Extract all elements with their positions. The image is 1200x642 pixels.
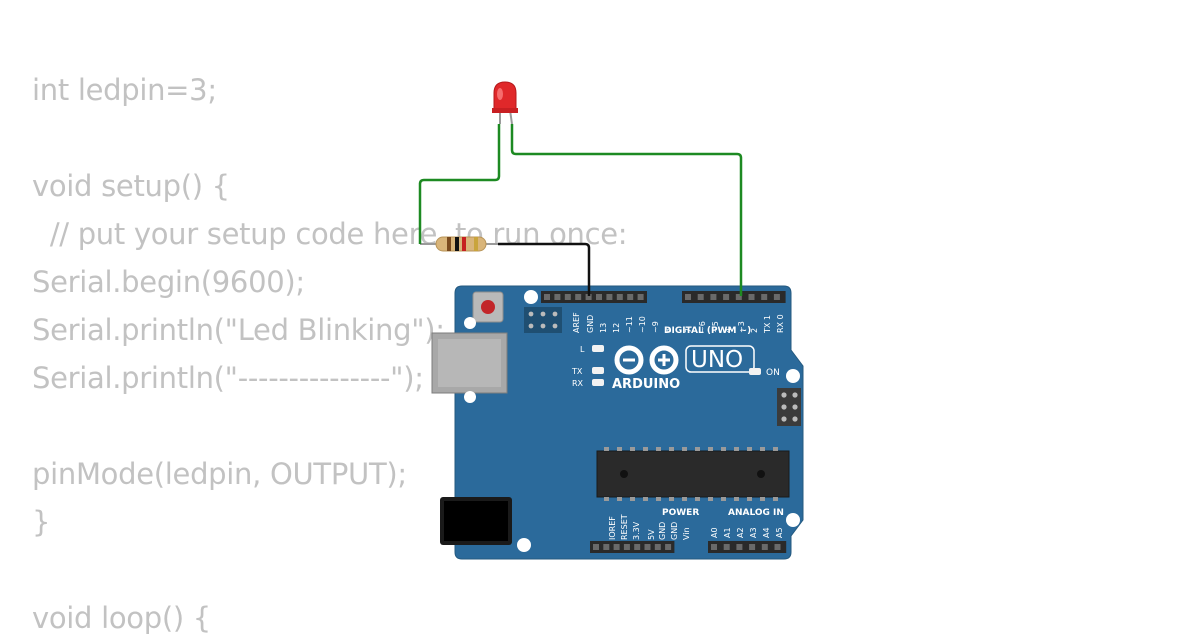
brand-label: ARDUINO bbox=[612, 377, 680, 392]
digital-pin-label: 8 bbox=[664, 328, 673, 333]
code-editor-text: int ledpin=3; void setup() { // put your … bbox=[32, 66, 628, 642]
code-line: Serial.begin(9600); bbox=[32, 265, 305, 299]
digital-pin-label: ~9 bbox=[651, 321, 660, 333]
digital-pin-label: ~6 bbox=[698, 321, 707, 333]
digital-pin-label: 12 bbox=[612, 323, 621, 333]
digital-pin-label: 2 bbox=[750, 328, 759, 333]
l-led bbox=[592, 345, 604, 352]
power-pin-label: RESET bbox=[620, 514, 629, 540]
usb-port bbox=[431, 317, 508, 403]
mounting-hole bbox=[786, 513, 800, 527]
l-led-label: L bbox=[580, 345, 585, 354]
microcontroller-chip bbox=[596, 447, 790, 501]
analog-pin-label: A4 bbox=[762, 527, 771, 538]
led[interactable] bbox=[492, 81, 518, 125]
power-label: POWER bbox=[662, 508, 699, 518]
power-pin-label: GND bbox=[658, 522, 667, 540]
mounting-hole bbox=[524, 290, 538, 304]
code-line: pinMode(ledpin, OUTPUT); bbox=[32, 457, 407, 491]
digital-pin-label: 13 bbox=[599, 323, 608, 333]
model-box bbox=[685, 345, 755, 373]
power-pin-label: IOREF bbox=[608, 516, 617, 540]
icsp-header bbox=[524, 307, 562, 333]
analog-pin-label: A0 bbox=[710, 527, 719, 538]
code-line: Serial.println("---------------"); bbox=[32, 361, 424, 395]
code-line: int ledpin=3; bbox=[32, 73, 217, 107]
analog-pin-label: A1 bbox=[723, 527, 732, 538]
wire-led-to-pin3[interactable] bbox=[510, 124, 743, 296]
wire-led-to-resistor[interactable] bbox=[418, 124, 501, 244]
mounting-hole bbox=[786, 369, 800, 383]
digital-pin-label: RX 0 bbox=[776, 314, 785, 333]
digital-header-right bbox=[682, 291, 786, 303]
digital-pin-label: TX 1 bbox=[763, 315, 772, 334]
on-led bbox=[749, 368, 761, 375]
digital-pin-label: ~3 bbox=[737, 321, 746, 333]
code-line: Serial.println("Led Blinking"); bbox=[32, 313, 445, 347]
analog-header bbox=[708, 541, 787, 553]
analog-pin-label: A3 bbox=[749, 527, 758, 538]
reset-button[interactable] bbox=[472, 291, 504, 323]
digital-pin-label: AREF bbox=[572, 312, 581, 333]
rx-led-label: RX bbox=[572, 379, 584, 388]
digital-pin-label: 4 bbox=[724, 328, 733, 333]
arduino-uno-board[interactable]: AREF GND 13 12 ~11 ~10 ~9 8 7 ~6 ~5 4 ~3 2 TX 1 RX 0 IOR… bbox=[431, 285, 804, 560]
analog-pin-label: A5 bbox=[775, 527, 784, 538]
power-header bbox=[590, 541, 675, 553]
digital-pin-label: GND bbox=[586, 315, 595, 333]
power-pin-label: 3.3V bbox=[632, 521, 641, 540]
mounting-hole bbox=[517, 538, 531, 552]
analog-label: ANALOG IN bbox=[728, 508, 784, 518]
pin-labels: AREF GND 13 12 ~11 ~10 ~9 8 7 ~6 ~5 4 ~3 2 TX 1 RX 0 IOR… bbox=[572, 312, 785, 540]
digital-pin-label: ~5 bbox=[711, 321, 720, 333]
model-label: UNO bbox=[691, 347, 743, 373]
wire-resistor-to-gnd[interactable] bbox=[498, 242, 591, 296]
rx-led bbox=[592, 379, 604, 386]
code-line: // put your setup code here, to run once… bbox=[32, 217, 628, 251]
digital-pin-label: ~10 bbox=[638, 316, 647, 333]
digital-pin-label: ~11 bbox=[625, 316, 634, 333]
digital-pin-label: 7 bbox=[684, 328, 693, 333]
tx-led-label: TX bbox=[571, 367, 583, 376]
code-line: void setup() { bbox=[32, 169, 230, 203]
on-led-label: ON bbox=[766, 368, 780, 378]
digital-label: DIGITAL (PWM ~) bbox=[664, 326, 751, 336]
tx-led bbox=[592, 367, 604, 374]
digital-header-left bbox=[541, 291, 647, 303]
icsp-header-right bbox=[777, 388, 801, 426]
code-line: void loop() { bbox=[32, 601, 211, 635]
power-pin-label: Vin bbox=[682, 527, 691, 540]
analog-pin-label: A2 bbox=[736, 527, 745, 538]
arduino-infinity-logo bbox=[614, 345, 679, 375]
code-line: } bbox=[32, 505, 51, 539]
power-jack bbox=[440, 497, 512, 545]
power-pin-label: GND bbox=[670, 522, 679, 540]
power-pin-label: 5V bbox=[647, 529, 656, 540]
resistor[interactable] bbox=[420, 236, 498, 252]
